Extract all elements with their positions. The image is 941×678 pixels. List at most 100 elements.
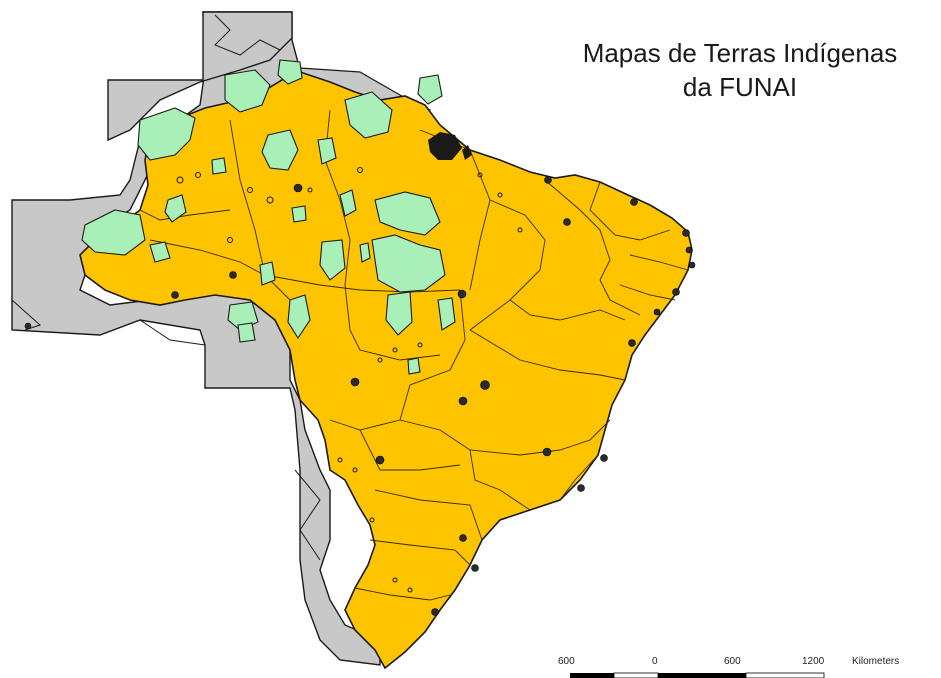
brazil-territory[interactable] — [79, 71, 693, 670]
state-border — [469, 199, 546, 331]
city-marker[interactable] — [293, 183, 303, 193]
scale-segment — [745, 672, 825, 678]
city-marker[interactable] — [628, 339, 636, 347]
city-marker[interactable] — [542, 447, 552, 457]
scale-bar — [570, 672, 825, 678]
city-marker[interactable] — [480, 380, 490, 390]
indigenous-lands[interactable] — [81, 59, 456, 375]
city-marker[interactable] — [630, 198, 638, 206]
scale-segment — [658, 673, 746, 678]
small-feature — [352, 467, 358, 473]
state-border — [149, 239, 271, 279]
scale-label-600-right: 600 — [724, 656, 741, 667]
city-marker[interactable] — [24, 322, 32, 330]
indigenous-land-patch[interactable] — [371, 234, 446, 293]
marajo-island — [428, 132, 462, 160]
city-marker[interactable] — [685, 246, 693, 254]
state-border — [354, 587, 451, 601]
indigenous-land-patch[interactable] — [81, 209, 146, 256]
indigenous-land-patch[interactable] — [137, 107, 196, 161]
map-title-line1: Mapas de Terras Indígenas — [582, 38, 898, 68]
city-marker[interactable] — [544, 176, 552, 184]
state-border — [589, 181, 671, 241]
small-feature — [337, 457, 343, 463]
indigenous-land-patch[interactable] — [164, 194, 187, 223]
state-border — [264, 274, 461, 293]
indigenous-land-patch[interactable] — [359, 242, 371, 263]
state-border — [469, 329, 626, 381]
city-marker[interactable] — [563, 218, 571, 226]
neighbor-country-north — [107, 11, 293, 142]
city-marker[interactable] — [577, 484, 585, 492]
indigenous-land-patch[interactable] — [237, 322, 256, 343]
indigenous-land-patch[interactable] — [149, 241, 171, 263]
indigenous-land-patch[interactable] — [224, 69, 271, 113]
state-border — [469, 449, 531, 511]
state-border — [229, 119, 291, 301]
state-border — [599, 279, 641, 316]
city-markers[interactable] — [24, 143, 696, 616]
state-border — [344, 284, 441, 361]
small-feature — [357, 167, 363, 173]
indigenous-land-patch[interactable] — [417, 74, 443, 105]
state-border — [629, 254, 689, 271]
city-marker[interactable] — [229, 271, 237, 279]
scale-segment — [570, 673, 614, 678]
small-feature — [266, 196, 274, 204]
city-marker[interactable] — [458, 396, 468, 406]
indigenous-land-patch[interactable] — [339, 189, 357, 217]
indigenous-land-patch[interactable] — [261, 129, 299, 171]
small-feature — [392, 577, 398, 583]
city-marker[interactable] — [688, 261, 696, 269]
indigenous-land-patch[interactable] — [291, 205, 307, 223]
scale-label-0: 0 — [652, 656, 658, 667]
city-marker[interactable] — [431, 608, 439, 616]
state-border — [359, 429, 461, 471]
scale-unit-label: Kilometers — [852, 656, 900, 667]
city-marker[interactable] — [171, 291, 179, 299]
indigenous-land-patch[interactable] — [317, 137, 337, 165]
scale-label-600-left: 600 — [558, 656, 575, 667]
scale-segment — [613, 672, 659, 678]
state-border — [369, 539, 471, 566]
neighbor-border-line — [139, 319, 206, 346]
indigenous-land-patch[interactable] — [259, 261, 276, 286]
city-marker[interactable] — [459, 534, 467, 542]
state-border — [619, 284, 676, 301]
neighbor-border-line — [294, 469, 321, 561]
indigenous-land-patch[interactable] — [407, 357, 421, 375]
indigenous-land-patch[interactable] — [437, 297, 456, 331]
small-feature — [377, 357, 383, 363]
state-border — [544, 179, 611, 281]
brazil-land[interactable] — [79, 71, 693, 670]
city-marker[interactable] — [457, 289, 467, 299]
indigenous-land-patch[interactable] — [374, 191, 441, 236]
city-marker[interactable] — [672, 288, 680, 296]
indigenous-land-patch[interactable] — [211, 157, 227, 175]
small-feature — [517, 227, 523, 233]
state-border — [399, 289, 466, 421]
city-marker[interactable] — [350, 377, 360, 387]
city-marker[interactable] — [375, 455, 385, 465]
indigenous-land-patch[interactable] — [319, 239, 346, 281]
indigenous-land-patch[interactable] — [344, 91, 393, 139]
city-marker[interactable] — [682, 229, 690, 237]
indigenous-land-patch[interactable] — [287, 294, 311, 340]
small-feature — [307, 187, 313, 193]
marajo-detail — [462, 145, 472, 160]
city-marker[interactable] — [471, 564, 479, 572]
indigenous-land-patch[interactable] — [277, 59, 303, 85]
indigenous-land-patch[interactable] — [385, 291, 413, 336]
small-feature — [407, 587, 413, 593]
state-border — [374, 489, 483, 541]
small-feature — [392, 347, 398, 353]
city-marker[interactable] — [653, 308, 661, 316]
small-feature — [247, 187, 253, 193]
small-feature — [176, 176, 184, 184]
state-border — [509, 299, 626, 321]
small-feature — [195, 172, 201, 178]
small-features — [176, 167, 523, 593]
city-marker[interactable] — [600, 454, 608, 462]
